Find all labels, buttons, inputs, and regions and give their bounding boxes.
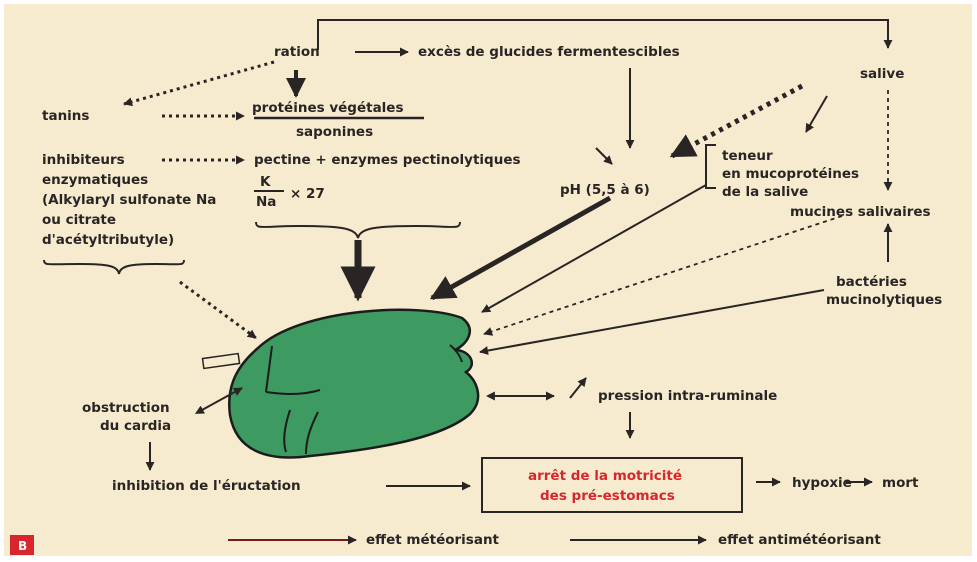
label-inhibiteurs: inhibiteurs (42, 152, 125, 168)
label-na: Na (256, 194, 276, 210)
label-enzymatiques: enzymatiques (42, 172, 148, 188)
legend-meteor-label: effet météorisant (366, 532, 500, 548)
label-salive: salive (860, 66, 904, 82)
label-saponines: saponines (296, 124, 373, 140)
label-ou-citrate: ou citrate (42, 212, 116, 228)
label-mucoproteines: en mucoprotéines (722, 166, 859, 182)
label-pre-estomacs: des pré-estomacs (540, 488, 675, 504)
label-obstruction: obstruction (82, 400, 170, 416)
badge-label: B (18, 539, 27, 553)
label-mort: mort (882, 475, 919, 491)
label-ration: ration (274, 44, 320, 60)
label-mucines: mucines salivaires (790, 204, 931, 220)
label-pectine: pectine + enzymes pectinolytiques (254, 152, 521, 168)
label-acetyltributyle: d'acétyltributyle) (42, 232, 174, 248)
label-hypoxie: hypoxie (792, 475, 852, 491)
label-k: K (260, 174, 271, 190)
label-alkylaryl: (Alkylaryl sulfonate Na (42, 192, 216, 208)
label-inhibition: inhibition de l'éructation (112, 478, 301, 494)
label-tanins: tanins (42, 108, 89, 124)
thick-dotted-arrow (672, 86, 802, 156)
label-bacteries: bactéries (836, 274, 907, 290)
label-ph: pH (5,5 à 6) (560, 182, 650, 198)
ph-to-rumen-thick-arrow (432, 198, 610, 298)
label-du-cardia: du cardia (100, 418, 171, 434)
label-teneur: teneur (722, 148, 773, 164)
label-mucinolytiques: mucinolytiques (826, 292, 942, 308)
legend-antimeteor-label: effet antimétéorisant (718, 532, 881, 548)
label-exces: excès de glucides fermentescibles (418, 44, 680, 60)
label-proteines: protéines végétales (252, 100, 404, 116)
cardia-tube (202, 354, 239, 369)
label-x27: × 27 (290, 186, 325, 202)
label-de-la-salive: de la salive (722, 184, 808, 200)
label-pression: pression intra-ruminale (598, 388, 777, 404)
label-arret: arrêt de la motricité (528, 468, 682, 484)
